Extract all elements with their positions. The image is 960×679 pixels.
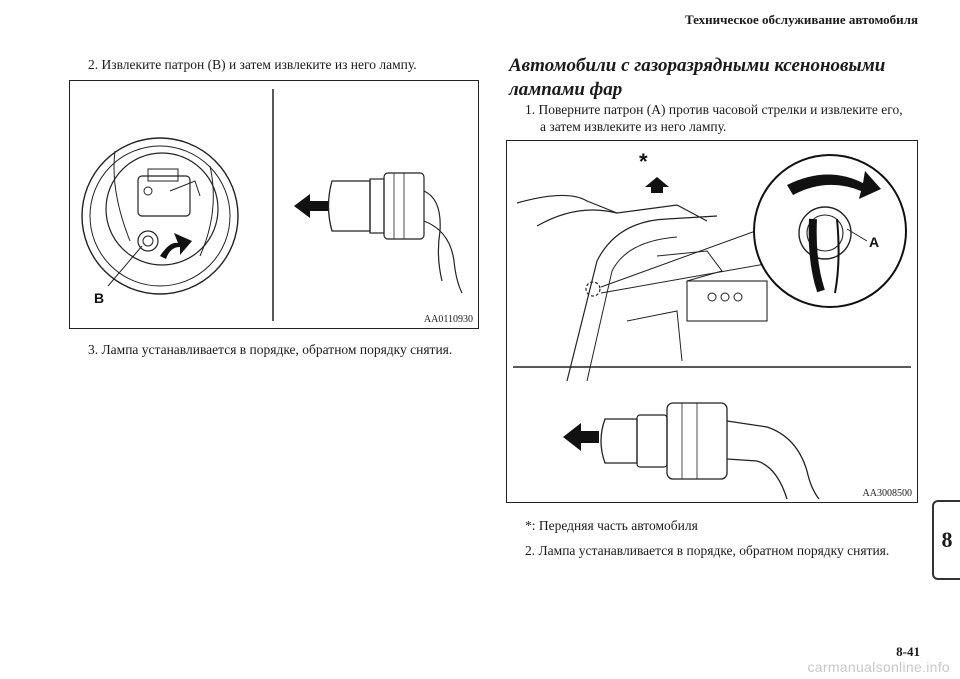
step-1-turn-socket-cont: а затем извлеките из него лампу.: [540, 119, 727, 134]
step-3-install: 3. Лампа устанавливается в порядке, обра…: [88, 342, 453, 357]
chapter-tab: 8: [932, 500, 960, 580]
label-b: B: [94, 290, 104, 306]
rotate-ccw-arrow-icon: [787, 171, 881, 199]
section-title: Автомобили с газоразрядными ксеноновыми …: [509, 54, 909, 102]
figure-xenon-socket: * A AA30085: [506, 140, 918, 503]
section-title-line-1: Автомобили с газоразрядными ксеноновыми: [509, 55, 886, 76]
label-a: A: [869, 234, 879, 250]
step-1-turn-socket: 1. Поверните патрон (А) против часовой с…: [525, 102, 903, 117]
watermark: carmanualsonline.info: [807, 659, 950, 675]
pull-out-arrow-icon: [563, 423, 599, 451]
figure-code: AA0110930: [423, 314, 473, 325]
figure-socket-removal: B AA0110930: [69, 80, 479, 329]
xenon-illustration: * A: [513, 149, 911, 500]
note-front: *: Передняя часть автомобиля: [525, 518, 698, 533]
section-title-line-2: лампами фар: [509, 79, 623, 100]
figure-code: AA3008500: [862, 488, 912, 499]
header-title: Техническое обслуживание автомобиля: [684, 12, 918, 27]
page-number: 8-41: [896, 644, 920, 659]
front-arrow-icon: [645, 177, 669, 193]
step-2-install: 2. Лампа устанавливается в порядке, обра…: [525, 543, 890, 558]
socket-illustration: B: [81, 89, 463, 321]
step-2-remove-socket: 2. Извлеките патрон (В) и затем извлекит…: [88, 57, 417, 72]
asterisk-marker: *: [639, 149, 648, 174]
